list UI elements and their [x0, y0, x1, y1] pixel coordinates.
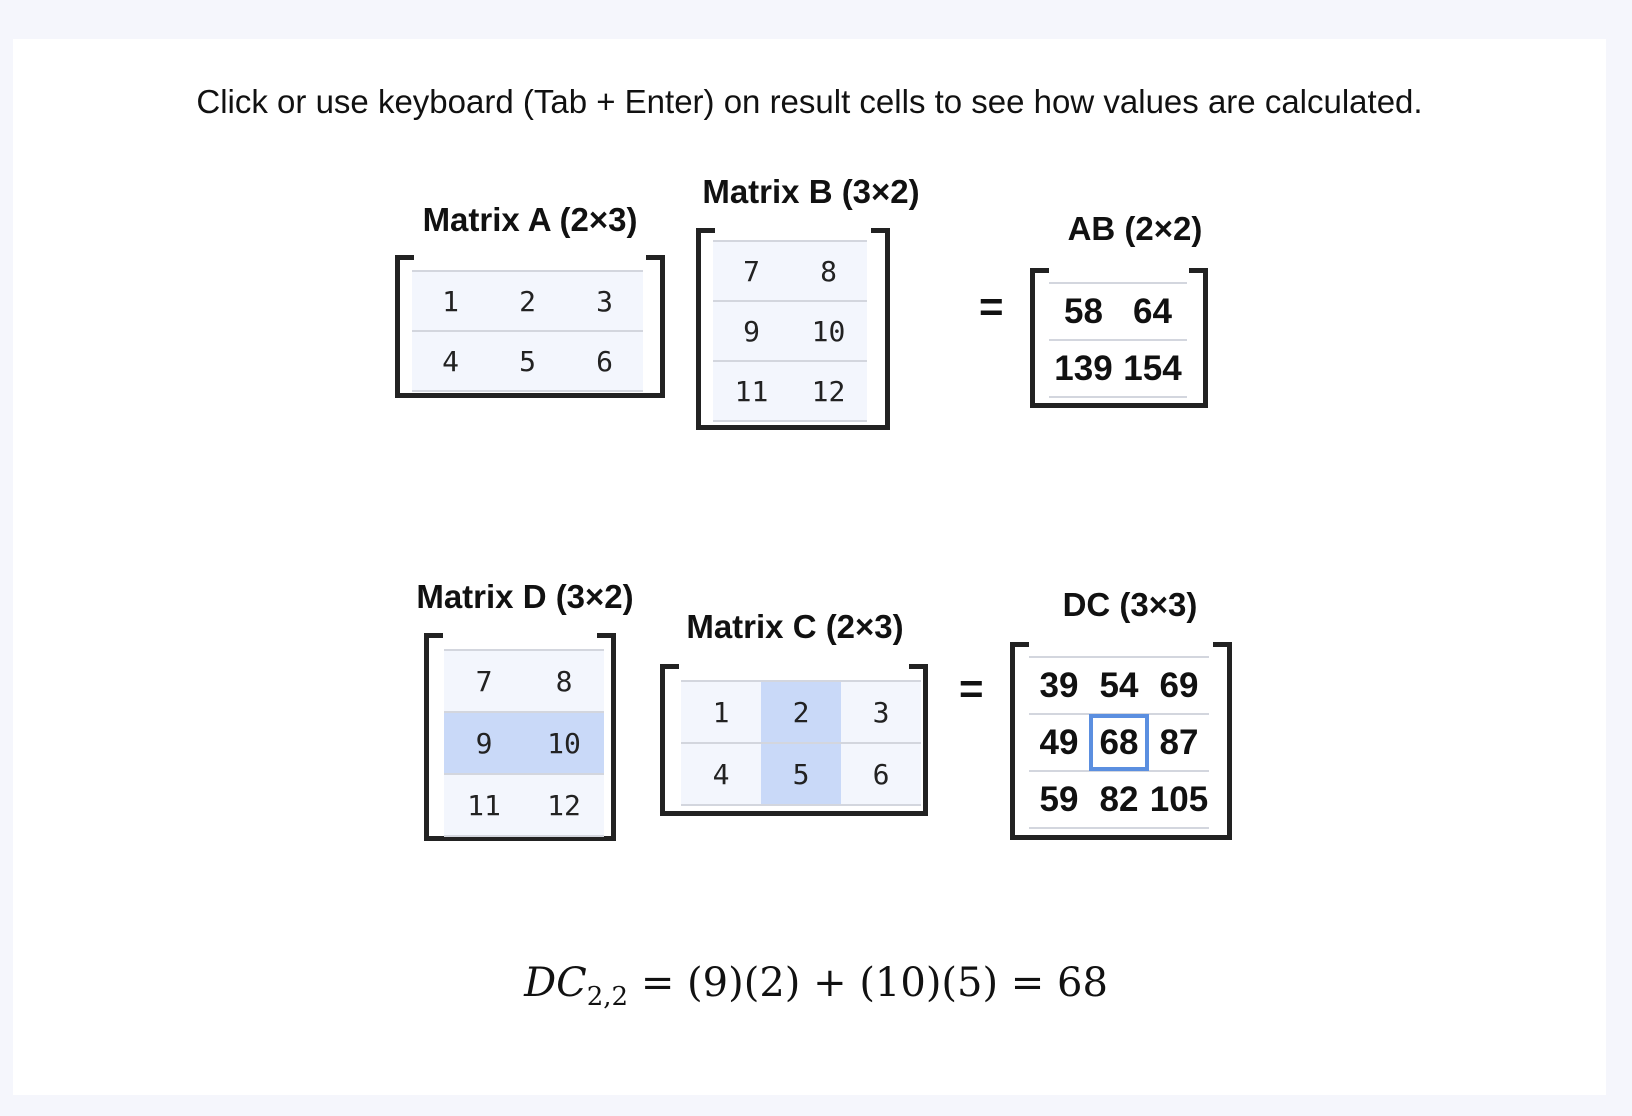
result-cell[interactable]: 54 [1089, 656, 1149, 715]
matrix-cell: 1 [412, 270, 489, 332]
matrix-cell: 1 [681, 680, 761, 744]
matrix-cell: 4 [681, 742, 761, 806]
equals-sign-top: = [979, 283, 1004, 330]
result-cell[interactable]: 82 [1089, 770, 1149, 829]
matrix-cell: 9 [444, 711, 524, 775]
matrix-cell: 6 [566, 330, 643, 392]
result-cell[interactable]: 58 [1049, 282, 1118, 341]
matrix-cell: 10 [790, 300, 867, 362]
matrix-a-title: Matrix A (2×3) [422, 201, 638, 238]
formula-rhs: = (9)(2) + (10)(5) = 68 [628, 960, 1108, 1006]
matrix-cell: 11 [444, 773, 524, 837]
matrix-c-title: Matrix C (2×3) [686, 608, 904, 645]
matrix-cell: 8 [524, 649, 604, 713]
result-cell[interactable]: 154 [1118, 339, 1187, 398]
result-cell[interactable]: 68 [1089, 713, 1149, 772]
matrix-cell: 4 [412, 330, 489, 392]
matrix-cell: 3 [841, 680, 921, 744]
dc-result-title: DC (3×3) [1062, 586, 1198, 623]
matrix-cell: 2 [761, 680, 841, 744]
matrix-cell: 10 [524, 711, 604, 775]
result-cell[interactable]: 139 [1049, 339, 1118, 398]
formula-subscript: 2,2 [586, 982, 629, 1012]
matrix-cell: 9 [713, 300, 790, 362]
matrix-cell: 7 [713, 240, 790, 302]
result-cell[interactable]: 64 [1118, 282, 1187, 341]
instructions-text: Click or use keyboard (Tab + Enter) on r… [196, 83, 1423, 120]
matrix-cell: 11 [713, 360, 790, 422]
matrix-d-title: Matrix D (3×2) [416, 578, 634, 615]
result-cell[interactable]: 59 [1029, 770, 1089, 829]
matrix-cell: 6 [841, 742, 921, 806]
matrix-cell: 5 [489, 330, 566, 392]
matrix-b-title: Matrix B (3×2) [702, 173, 920, 210]
ab-result-title: AB (2×2) [1067, 210, 1203, 247]
result-cell[interactable]: 69 [1149, 656, 1209, 715]
matrix-cell: 7 [444, 649, 524, 713]
result-cell[interactable]: 49 [1029, 713, 1089, 772]
matrix-cell: 5 [761, 742, 841, 806]
matrix-cell: 3 [566, 270, 643, 332]
result-cell[interactable]: 87 [1149, 713, 1209, 772]
result-cell[interactable]: 39 [1029, 656, 1089, 715]
equals-sign-bottom: = [959, 665, 984, 712]
matrix-cell: 2 [489, 270, 566, 332]
content-card [13, 39, 1606, 1095]
matrix-cell: 12 [524, 773, 604, 837]
matrix-cell: 12 [790, 360, 867, 422]
formula-lhs: DC [524, 960, 587, 1006]
calculation-formula: DC2,2 = (9)(2) + (10)(5) = 68 [0, 960, 1632, 1012]
result-cell[interactable]: 105 [1149, 770, 1209, 829]
matrix-cell: 8 [790, 240, 867, 302]
